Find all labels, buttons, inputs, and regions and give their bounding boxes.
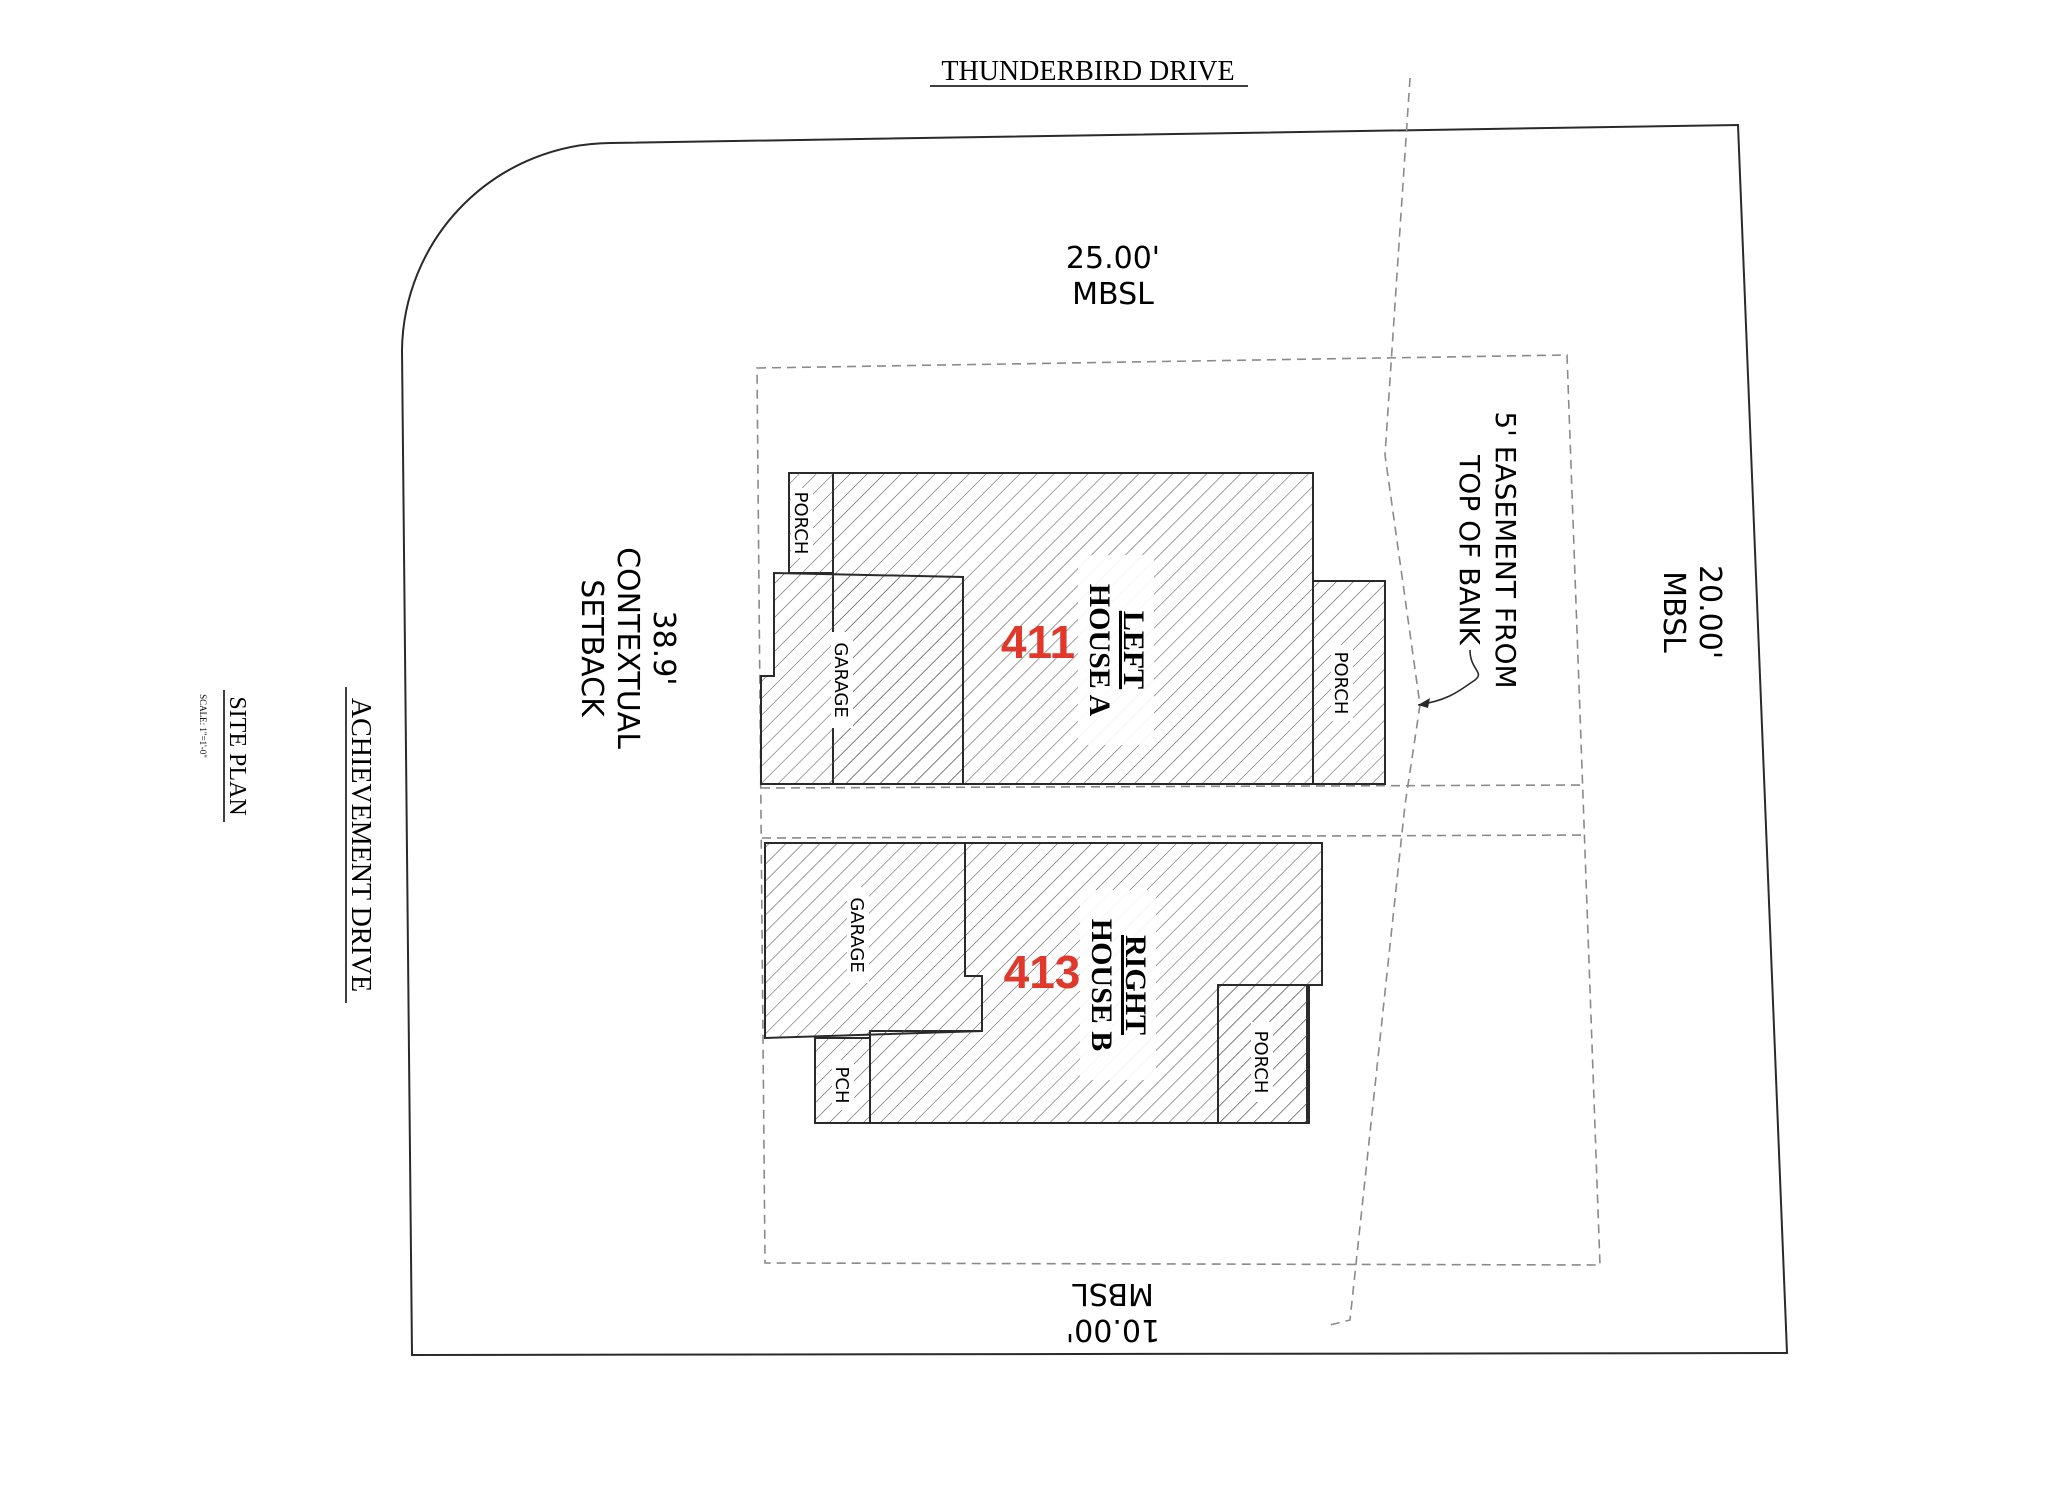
- lot-division-line-lower: [761, 834, 1587, 839]
- house-a-name-line1: LEFT: [1117, 611, 1150, 689]
- house-a-lot-number: 411: [1001, 616, 1075, 668]
- side-left-setback-label-2: SETBACK: [574, 579, 609, 718]
- house-b-room-porch-side: PORCH: [1250, 1031, 1271, 1094]
- house-a-garage: [760, 571, 964, 785]
- street-label-west: ACHIEVEMENT DRIVE: [345, 698, 376, 992]
- house-b-room-pch: PCH: [831, 1067, 852, 1104]
- rear-setback-value: 10.00': [1066, 1312, 1160, 1347]
- side-right-setback-value: 20.00': [1692, 565, 1727, 659]
- setback-envelope: [756, 354, 1601, 1266]
- house-b-lot-number: 413: [1004, 946, 1081, 998]
- side-right-setback-label: MBSL: [1656, 571, 1691, 653]
- easement-leader: [1417, 649, 1480, 706]
- side-left-setback-label-1: CONTEXTUAL: [610, 547, 645, 749]
- house-a-name-line2: HOUSE A: [1083, 584, 1116, 717]
- easement-label-line1: 5' EASEMENT FROM: [1489, 411, 1522, 688]
- title-scale: SCALE: 1"=1'-0": [198, 694, 208, 758]
- house-b-garage: [764, 842, 983, 1040]
- house-a-room-porch-front: PORCH: [790, 492, 811, 555]
- front-setback-label: MBSL: [1072, 277, 1154, 312]
- house-a-porch-side: [1312, 580, 1386, 785]
- front-setback-value: 25.00': [1066, 241, 1160, 276]
- house-b-name-line2: HOUSE B: [1085, 919, 1118, 1052]
- lot-division-line-upper: [760, 784, 1586, 789]
- rear-setback-label: MBSL: [1072, 1276, 1154, 1311]
- house-a-room-porch-side: PORCH: [1330, 652, 1351, 715]
- lot-boundary: [400, 123, 1789, 1357]
- street-label-north: THUNDERBIRD DRIVE: [941, 56, 1234, 87]
- side-left-setback-value: 38.9': [646, 610, 681, 685]
- title-site-plan: SITE PLAN: [224, 696, 250, 815]
- house-b-name-line1: RIGHT: [1119, 935, 1152, 1035]
- easement-label-line2: TOP OF BANK: [1453, 454, 1486, 645]
- house-b-room-garage: GARAGE: [846, 897, 867, 972]
- house-a-room-garage: GARAGE: [830, 642, 851, 717]
- easement-leader-arrow: [1418, 698, 1430, 708]
- easement-line: [1329, 77, 1421, 1326]
